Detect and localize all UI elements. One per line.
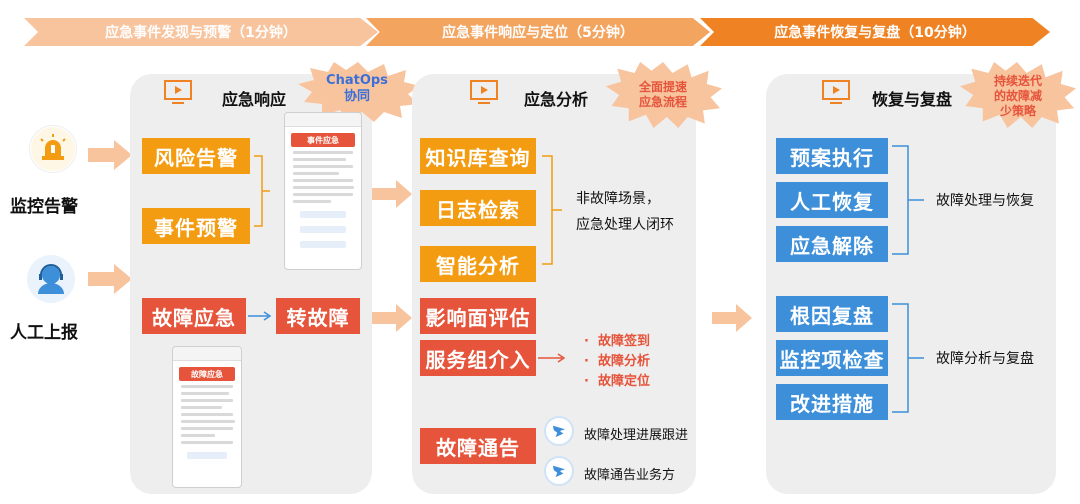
monitor-icon	[470, 80, 498, 104]
phone-card-title: 事件应急	[291, 133, 355, 147]
root-cause-box: 根因复盘	[776, 296, 888, 332]
log-search-box: 日志检索	[420, 190, 536, 226]
operator-icon	[26, 254, 76, 304]
smart-analysis-box: 智能分析	[420, 246, 536, 282]
burst-text: ChatOps	[326, 73, 388, 88]
phase-header-response: 应急事件响应与定位（5分钟）	[366, 18, 710, 46]
manual-recover-box: 人工恢复	[776, 182, 888, 218]
starburst-badge	[605, 62, 722, 128]
dingtalk-icon	[544, 456, 574, 486]
source-manual-label: 人工上报	[10, 323, 78, 343]
bracket-connector	[254, 155, 270, 227]
bullet-text: 故障签到	[598, 334, 651, 349]
monitor-check-box: 监控项检查	[776, 340, 888, 376]
arrow-right-icon	[712, 304, 752, 332]
fault-emergency-box: 故障应急	[142, 298, 246, 334]
bullet-item: · 故障定位	[584, 374, 651, 389]
source-monitor-label: 监控告警	[10, 197, 78, 217]
phone-card-title: 故障应急	[179, 367, 235, 381]
emergency-release-box: 应急解除	[776, 226, 888, 262]
burst-text: 的故障减	[993, 89, 1042, 103]
phone-screenshot: 故障应急	[172, 346, 242, 488]
risk-alert-box: 风险告警	[142, 138, 250, 174]
starburst-badge	[959, 62, 1076, 128]
panel-recovery-review	[766, 74, 1056, 494]
burst-text: 全面提速	[638, 80, 687, 94]
burst-text: 少策略	[999, 104, 1036, 118]
notice-item-label: 故障处理进展跟进	[584, 428, 689, 443]
phase-label: 应急事件恢复与复盘（10分钟）	[774, 25, 976, 41]
service-group-box: 服务组介入	[420, 340, 536, 376]
burst-text: 持续迭代	[993, 74, 1042, 88]
impact-eval-box: 影响面评估	[420, 298, 536, 334]
dingtalk-icon	[544, 416, 574, 446]
bracket-connector	[892, 145, 924, 255]
arrow-right-icon	[248, 311, 272, 321]
alarm-icon	[30, 126, 76, 172]
phase-header-discovery: 应急事件发现与预警（1分钟）	[24, 18, 378, 46]
recover-label: 故障处理与恢复	[936, 193, 1034, 209]
review-label: 故障分析与复盘	[936, 351, 1034, 367]
bracket-connector	[542, 155, 562, 265]
improve-box: 改进措施	[776, 384, 888, 420]
panel-title: 恢复与复盘	[872, 90, 953, 109]
phase-label: 应急事件响应与定位（5分钟）	[442, 25, 634, 41]
event-warning-box: 事件预警	[142, 208, 250, 244]
arrow-right-icon	[538, 353, 566, 363]
burst-text: 协同	[343, 89, 370, 104]
bullet-text: 故障定位	[598, 374, 651, 389]
bullet-item: · 故障分析	[584, 354, 651, 369]
fault-notice-box: 故障通告	[420, 428, 536, 464]
arrow-right-icon	[372, 304, 412, 332]
burst-text: 应急流程	[638, 95, 687, 109]
phase-header-recovery: 应急事件恢复与复盘（10分钟）	[700, 18, 1050, 46]
monitor-icon	[822, 80, 850, 104]
bullet-text: 故障分析	[598, 354, 651, 369]
non-fault-label: 应急处理人闭环	[576, 217, 674, 233]
kb-query-box: 知识库查询	[420, 138, 536, 174]
arrow-right-icon	[88, 140, 132, 170]
panel-title: 应急响应	[222, 90, 287, 109]
plan-exec-box: 预案执行	[776, 138, 888, 174]
non-fault-label: 非故障场景，	[576, 191, 660, 207]
monitor-icon	[164, 80, 192, 104]
notice-item-label: 故障通告业务方	[584, 468, 676, 483]
to-fault-box: 转故障	[276, 298, 360, 334]
phase-label: 应急事件发现与预警（1分钟）	[105, 25, 297, 41]
phone-screenshot: 事件应急	[284, 112, 362, 270]
bullet-item: · 故障签到	[584, 334, 651, 349]
panel-title: 应急分析	[524, 90, 589, 109]
starburst-badge	[298, 62, 420, 122]
bracket-connector	[892, 303, 924, 413]
arrow-right-icon	[88, 264, 132, 294]
arrow-right-icon	[372, 180, 412, 208]
